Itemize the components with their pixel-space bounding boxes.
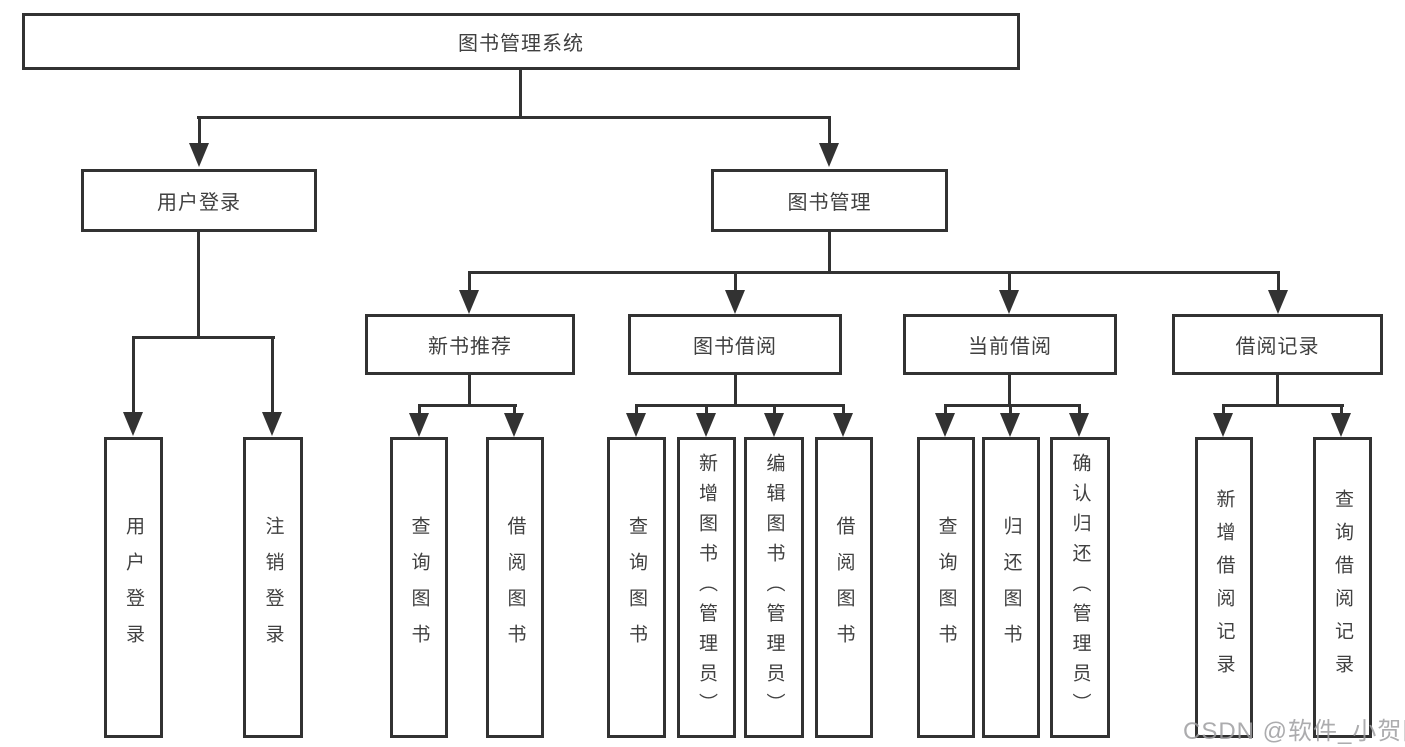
node-label: 查询图书 bbox=[626, 515, 647, 660]
node-label: 查询借阅记录 bbox=[1332, 488, 1353, 687]
leaf-query-books-newrec: 查询图书 bbox=[390, 437, 448, 738]
leaf-confirm-return-admin: 确认归还（管理员） bbox=[1050, 437, 1110, 738]
connector-newrec-stub bbox=[468, 375, 471, 407]
connector-shaft bbox=[1008, 271, 1011, 292]
leaf-add-books-admin: 新增图书（管理员） bbox=[677, 437, 736, 738]
node-label: 用户登录 bbox=[123, 515, 144, 660]
connector-shaft bbox=[1277, 271, 1280, 292]
connector-borrowgrp-stub bbox=[734, 375, 737, 407]
csdn-watermark: CSDN @软件_小贺同学 bbox=[1183, 718, 1405, 745]
leaf-user-login: 用户登录 bbox=[104, 437, 163, 738]
node-label: 借阅记录 bbox=[1235, 336, 1320, 358]
node-label: 新增图书（管理员） bbox=[696, 452, 717, 723]
connector-shaft bbox=[1009, 404, 1012, 415]
leaf-add-borrow-record: 新增借阅记录 bbox=[1195, 437, 1253, 738]
connector-userlogin-stub bbox=[197, 232, 200, 339]
arrow-down-icon bbox=[409, 413, 429, 437]
leaf-query-books-current: 查询图书 bbox=[917, 437, 975, 738]
arrow-down-icon bbox=[1331, 413, 1351, 437]
connector-shaft bbox=[635, 404, 638, 415]
connector-shaft bbox=[705, 404, 708, 415]
arrow-down-icon bbox=[459, 290, 479, 314]
node-label: 编辑图书（管理员） bbox=[763, 452, 785, 723]
node-borrowing-records: 借阅记录 bbox=[1172, 314, 1383, 375]
node-book-management: 图书管理 bbox=[711, 169, 948, 232]
arrow-down-icon bbox=[262, 412, 282, 436]
leaf-edit-books-admin: 编辑图书（管理员） bbox=[744, 437, 804, 738]
connector-recordgrp-stub bbox=[1276, 375, 1279, 407]
connector-currentgrp-rail bbox=[944, 404, 1081, 407]
arrow-down-icon bbox=[725, 290, 745, 314]
arrow-down-icon bbox=[1213, 413, 1233, 437]
arrow-down-icon bbox=[1069, 413, 1089, 437]
arrow-down-icon bbox=[999, 290, 1019, 314]
arrow-down-icon bbox=[935, 413, 955, 437]
arrow-down-icon bbox=[504, 413, 524, 437]
node-label: 查询图书 bbox=[408, 515, 430, 660]
node-label: 图书管理系统 bbox=[458, 33, 584, 55]
node-label: 查询图书 bbox=[935, 515, 957, 660]
node-book-borrowing: 图书借阅 bbox=[628, 314, 842, 375]
connector-shaft bbox=[1222, 404, 1225, 415]
node-label: 注销登录 bbox=[262, 515, 284, 660]
arrow-down-icon bbox=[1268, 290, 1288, 314]
node-label: 确认归还（管理员） bbox=[1069, 452, 1091, 723]
connector-shaft bbox=[944, 404, 947, 415]
connector-shaft bbox=[773, 404, 776, 415]
node-label: 借阅图书 bbox=[833, 515, 855, 660]
connector-shaft bbox=[418, 404, 421, 415]
leaf-borrow-books: 借阅图书 bbox=[815, 437, 873, 738]
node-label: 新增借阅记录 bbox=[1213, 488, 1235, 687]
connector-currentgrp-stub bbox=[1008, 375, 1011, 407]
connector-shaft bbox=[468, 271, 471, 292]
node-new-book-recommendation: 新书推荐 bbox=[365, 314, 575, 375]
connector-shaft bbox=[734, 271, 737, 292]
node-label: 图书管理 bbox=[787, 192, 872, 214]
connector-shaft bbox=[132, 336, 135, 414]
connector-newrec-rail bbox=[418, 404, 517, 407]
node-label: 新书推荐 bbox=[428, 336, 512, 358]
connector-shaft bbox=[198, 116, 201, 145]
arrow-down-icon bbox=[626, 413, 646, 437]
connector-borrowgrp-rail bbox=[635, 404, 845, 407]
connector-bookmgmt-rail bbox=[468, 271, 1280, 274]
connector-shaft bbox=[842, 404, 845, 415]
arrow-down-icon bbox=[1000, 413, 1020, 437]
connector-root-rail bbox=[197, 116, 831, 119]
leaf-query-borrow-record: 查询借阅记录 bbox=[1313, 437, 1372, 738]
connector-shaft bbox=[828, 116, 831, 145]
connector-userlogin-rail bbox=[132, 336, 275, 339]
arrow-down-icon bbox=[123, 412, 143, 436]
node-label: 当前借阅 bbox=[968, 336, 1052, 358]
connector-shaft bbox=[1078, 404, 1081, 415]
leaf-query-books-borrow: 查询图书 bbox=[607, 437, 666, 738]
connector-bookmgmt-stub bbox=[828, 232, 831, 274]
leaf-logout: 注销登录 bbox=[243, 437, 303, 738]
arrow-down-icon bbox=[764, 413, 784, 437]
arrow-down-icon bbox=[833, 413, 853, 437]
connector-root-stub bbox=[519, 70, 522, 119]
connector-recordgrp-rail bbox=[1222, 404, 1344, 407]
node-user-login: 用户登录 bbox=[81, 169, 317, 232]
node-label: 图书借阅 bbox=[693, 336, 777, 358]
leaf-return-books: 归还图书 bbox=[982, 437, 1040, 738]
node-label: 用户登录 bbox=[157, 192, 241, 214]
node-library-management-system: 图书管理系统 bbox=[22, 13, 1020, 70]
leaf-borrow-books-newrec: 借阅图书 bbox=[486, 437, 544, 738]
connector-shaft bbox=[1340, 404, 1343, 415]
connector-shaft bbox=[271, 336, 274, 414]
arrow-down-icon bbox=[696, 413, 716, 437]
node-label: 借阅图书 bbox=[504, 515, 526, 660]
node-label: 归还图书 bbox=[1000, 515, 1022, 660]
node-current-borrowing: 当前借阅 bbox=[903, 314, 1117, 375]
arrow-down-icon bbox=[189, 143, 209, 167]
arrow-down-icon bbox=[819, 143, 839, 167]
connector-shaft bbox=[513, 404, 516, 415]
